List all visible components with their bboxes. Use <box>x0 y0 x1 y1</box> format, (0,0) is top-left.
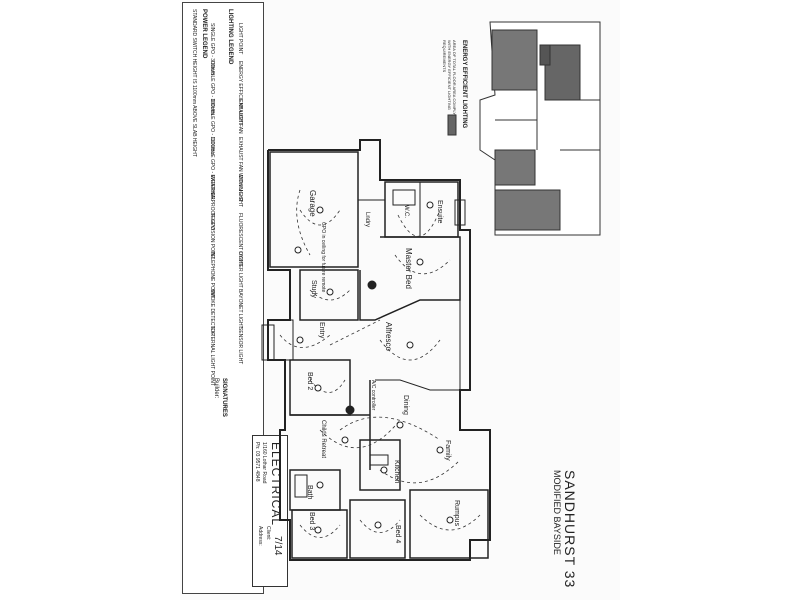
room-kitchen: Kitchen <box>393 460 400 483</box>
legend-panel: STANDARD SWITCH HEIGHT IS 1100mm ABOVE S… <box>182 2 264 594</box>
key-shade-2 <box>544 44 581 101</box>
main-plan <box>261 139 491 561</box>
room-labels: Garage Lndry W.C. Ensuite Master Bed Stu… <box>306 190 460 543</box>
title-block: ELECTRICAL 7/14 1/160 Lothar Road Ph: 03… <box>252 435 288 587</box>
room-wc: W.C. <box>403 205 409 218</box>
room-ensuite: Ensuite <box>436 200 443 223</box>
garage-note: GPO in ceiling for future remote <box>320 222 326 293</box>
room-bed4: Bed 4 <box>394 525 401 543</box>
room-rumpus: Rumpus <box>453 500 460 527</box>
room-garage: Garage <box>308 190 317 217</box>
room-study: Study <box>310 280 317 298</box>
fixture-symbols <box>294 201 454 534</box>
key-shade-4 <box>494 189 561 231</box>
room-bath: Bath <box>306 485 313 500</box>
room-family: Family <box>444 440 451 461</box>
key-shade-1 <box>491 29 538 91</box>
alfresco-note: A/C controller <box>370 380 376 411</box>
key-shade-3 <box>494 149 536 186</box>
room-entry: Entry <box>318 322 325 339</box>
room-lndry: Lndry <box>364 212 370 227</box>
energy-swatch <box>447 114 457 136</box>
room-dining: Dining <box>402 395 409 415</box>
key-plan <box>447 21 601 236</box>
room-master-bed: Master Bed <box>404 248 413 289</box>
room-bed3: Bed 3 <box>308 512 315 530</box>
room-bed2: Bed 2 <box>306 372 313 390</box>
room-alfresco: Alfresco <box>384 322 393 351</box>
room-childs-retreat: Childs Retreat <box>320 420 326 458</box>
wiring-lines <box>279 189 481 538</box>
